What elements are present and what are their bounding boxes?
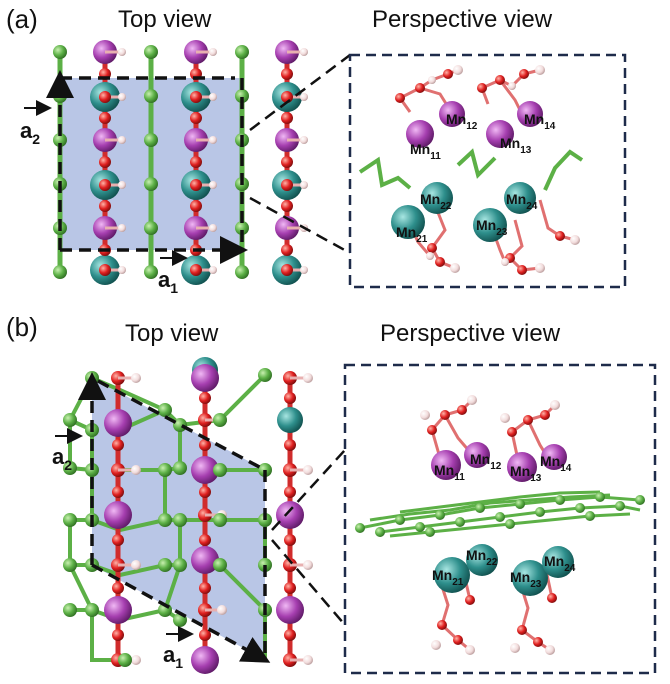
- panel-a-top-view: a2 a1: [20, 40, 308, 296]
- mn13-label: Mn13: [500, 135, 532, 156]
- vector-a2-label-b: a2: [52, 444, 72, 473]
- mn22-label: Mn22: [420, 191, 452, 212]
- mn12-label: Mn12: [446, 111, 478, 132]
- mn-upper-atoms-b: [104, 364, 304, 674]
- mn23-label-b: Mn23: [510, 569, 542, 590]
- mn13-label-b: Mn13: [510, 463, 542, 484]
- mn12-label-b: Mn12: [470, 451, 502, 472]
- unit-cell-border-b: [97, 379, 267, 660]
- lower-mn-atoms-b: [431, 544, 574, 655]
- mn21-label-b: Mn21: [432, 567, 464, 588]
- zoom-line-top: [249, 54, 351, 131]
- upper-mn-atoms-b: [420, 395, 567, 482]
- graphene-atoms: [355, 492, 645, 537]
- mn21-label: Mn21: [396, 224, 428, 245]
- lattice-vector-a1-arrow-b: [91, 563, 271, 663]
- panel-b-top-view: a2 a1: [52, 357, 313, 674]
- zoom-box: [348, 53, 627, 289]
- mn14-label: Mn14: [524, 111, 556, 132]
- lower-mn-atoms: [391, 182, 580, 275]
- mn22-label-b: Mn22: [466, 547, 498, 568]
- mn11-label: Mn11: [410, 141, 441, 162]
- panel-b-tag: (b): [6, 312, 38, 342]
- panel-b-perspective-title: Perspective view: [380, 320, 561, 347]
- vector-a1-label: a1: [158, 267, 178, 296]
- oxygen-hydrogen-atoms-b: [111, 371, 313, 667]
- mn11-label-b: Mn11: [434, 462, 465, 483]
- mn24-label-b: Mn24: [544, 553, 576, 574]
- upper-mn-atoms: [395, 65, 545, 148]
- mn24-label: Mn24: [506, 191, 538, 212]
- zoom-line-bottom: [249, 196, 351, 255]
- panel-a-top-view-title: Top view: [118, 6, 212, 33]
- carbon-chain-zigzag: [358, 148, 584, 191]
- unit-cell-border: [60, 76, 244, 250]
- zoom-box-b: [343, 363, 657, 675]
- vector-a1-label-b: a1: [163, 642, 183, 671]
- panel-b-perspective-view: Mn11 Mn12 Mn13 Mn14 Mn21 Mn22 Mn23 Mn24: [271, 363, 657, 675]
- mn14-label-b: Mn14: [540, 453, 572, 474]
- mn23-label: Mn23: [476, 217, 508, 238]
- panel-a-tag: (a): [6, 4, 38, 34]
- panel-b-top-view-title: Top view: [125, 320, 219, 347]
- panel-a-perspective-view: Mn11 Mn12 Mn13 Mn14 Mn21 Mn22 Mn23 Mn24: [249, 53, 627, 289]
- vector-a2-label: a2: [20, 118, 40, 147]
- panel-a-perspective-title: Perspective view: [372, 6, 553, 33]
